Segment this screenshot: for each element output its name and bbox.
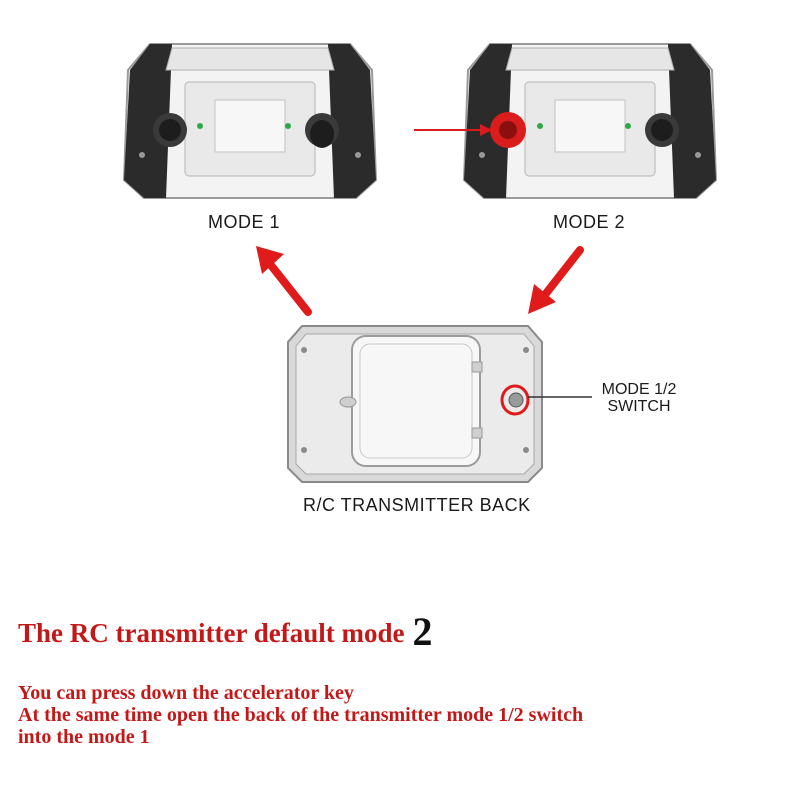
instruction-line-3: into the mode 1 (18, 726, 150, 748)
arrow-to-mode1-icon (256, 246, 312, 316)
transmitter-back-label: R/C TRANSMITTER BACK (303, 495, 531, 515)
arrow-to-back-icon (528, 246, 584, 314)
mode1-label: MODE 1 (208, 212, 281, 232)
heading-text: The RC transmitter default mode (18, 618, 405, 648)
instruction-line-2: At the same time open the back of the tr… (18, 704, 584, 726)
mode-switch-label-line1: MODE 1/2 (601, 381, 677, 398)
switch-leader-line (528, 396, 592, 398)
mode-switch-label: MODE 1/2 SWITCH (584, 381, 694, 415)
transmitter-mode1-icon (122, 43, 378, 199)
switch-highlight-icon (500, 384, 530, 416)
pointer-arrow-icon (414, 124, 492, 136)
mode-switch-label-line2: SWITCH (607, 398, 671, 415)
mode2-label: MODE 2 (553, 212, 626, 232)
instruction-line-1: You can press down the accelerator key (18, 682, 354, 704)
transmitter-back-icon (287, 325, 543, 483)
instructions: You can press down the accelerator key A… (18, 682, 583, 748)
heading-mode-number: 2 (412, 609, 433, 654)
transmitter-mode2-icon (462, 43, 718, 199)
